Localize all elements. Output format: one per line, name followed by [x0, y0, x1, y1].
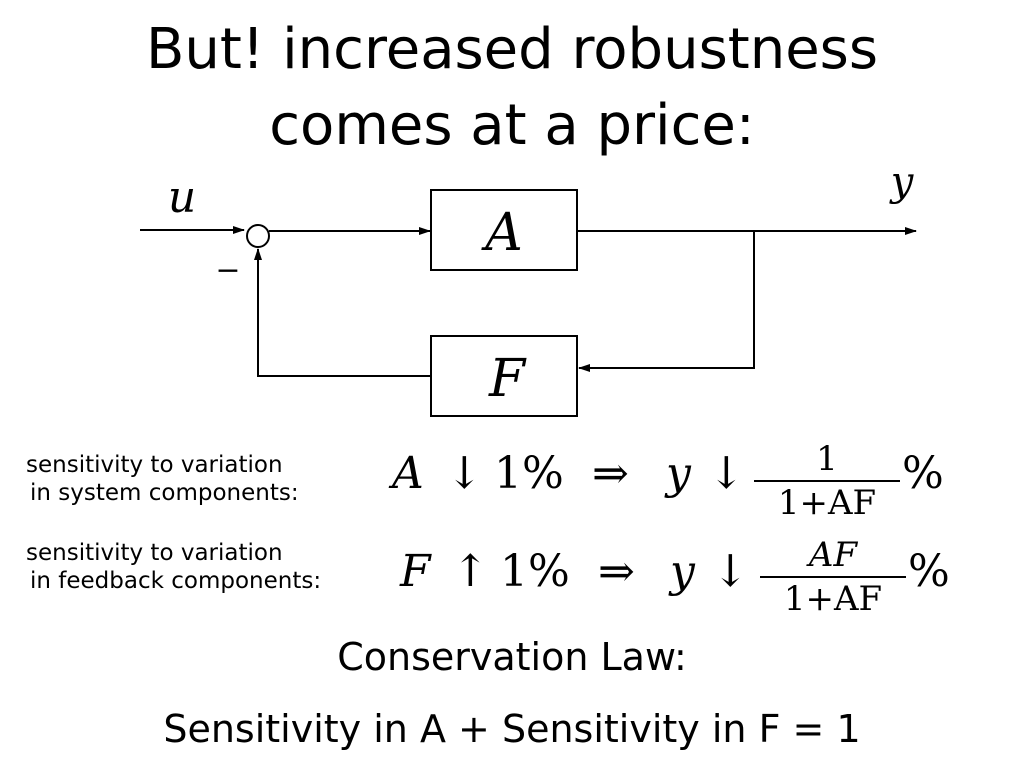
eq2-fraction: AF 1+AF: [760, 536, 906, 618]
eq2-percent: %: [908, 546, 950, 597]
summing-junction: [246, 224, 270, 248]
feedback-sensitivity-label-line1: sensitivity to variation: [26, 540, 283, 566]
feedback-sensitivity-equation: F ↑ 1% ⇒ y ↓ AF 1+AF %: [0, 532, 1024, 618]
eq1-lhs-percent: 1%: [494, 448, 564, 499]
eq2-fraction-bar: [760, 576, 906, 578]
eq2-lhs-percent: 1%: [500, 546, 570, 597]
eq1-lhs-var: A: [392, 448, 424, 499]
slide-title-line1: But! increased robustness: [145, 17, 879, 82]
input-label-u: u: [168, 172, 196, 223]
conservation-law-statement: Sensitivity in A + Sensitivity in F = 1: [163, 707, 861, 751]
forward-block-label: A: [481, 203, 523, 263]
eq1-fraction-denominator: 1+AF: [777, 483, 877, 523]
eq1-fraction: 1 1+AF: [754, 440, 900, 522]
feedback-return-line: [254, 248, 431, 377]
output-label-y: y: [889, 159, 915, 205]
system-sensitivity-label-line1: sensitivity to variation: [26, 452, 283, 478]
eq1-fraction-numerator: 1: [816, 439, 838, 479]
eq2-lhs-var: F: [400, 546, 431, 597]
feedback-takeoff-line: [578, 231, 755, 372]
conservation-law-heading: Conservation Law:: [337, 635, 687, 679]
eq2-fraction-denominator: 1+AF: [783, 579, 883, 619]
eq2-rhs-arrow: ↓: [712, 546, 749, 597]
eq1-rhs-arrow: ↓: [708, 448, 745, 499]
system-sensitivity-equation: A ↓ 1% ⇒ y ↓ 1 1+AF %: [0, 440, 1024, 522]
eq2-rhs-var: y: [670, 546, 695, 597]
eq1-rhs-var: y: [666, 448, 691, 499]
feedback-block-label: F: [488, 349, 527, 409]
slide-title-line2: comes at a price:: [269, 93, 755, 158]
eq1-implies: ⇒: [592, 448, 629, 499]
eq1-lhs-arrow: ↓: [446, 448, 483, 499]
eq1-fraction-bar: [754, 480, 900, 482]
feedback-sensitivity-label-line2: in feedback components:: [30, 568, 322, 594]
eq2-lhs-arrow: ↑: [452, 546, 489, 597]
eq1-percent: %: [902, 448, 944, 499]
eq2-implies: ⇒: [598, 546, 635, 597]
feedback-block-diagram: u y − A F: [140, 159, 917, 417]
eq2-fraction-numerator: AF: [808, 535, 858, 575]
minus-sign: −: [215, 253, 240, 288]
system-sensitivity-label-line2: in system components:: [30, 480, 299, 506]
